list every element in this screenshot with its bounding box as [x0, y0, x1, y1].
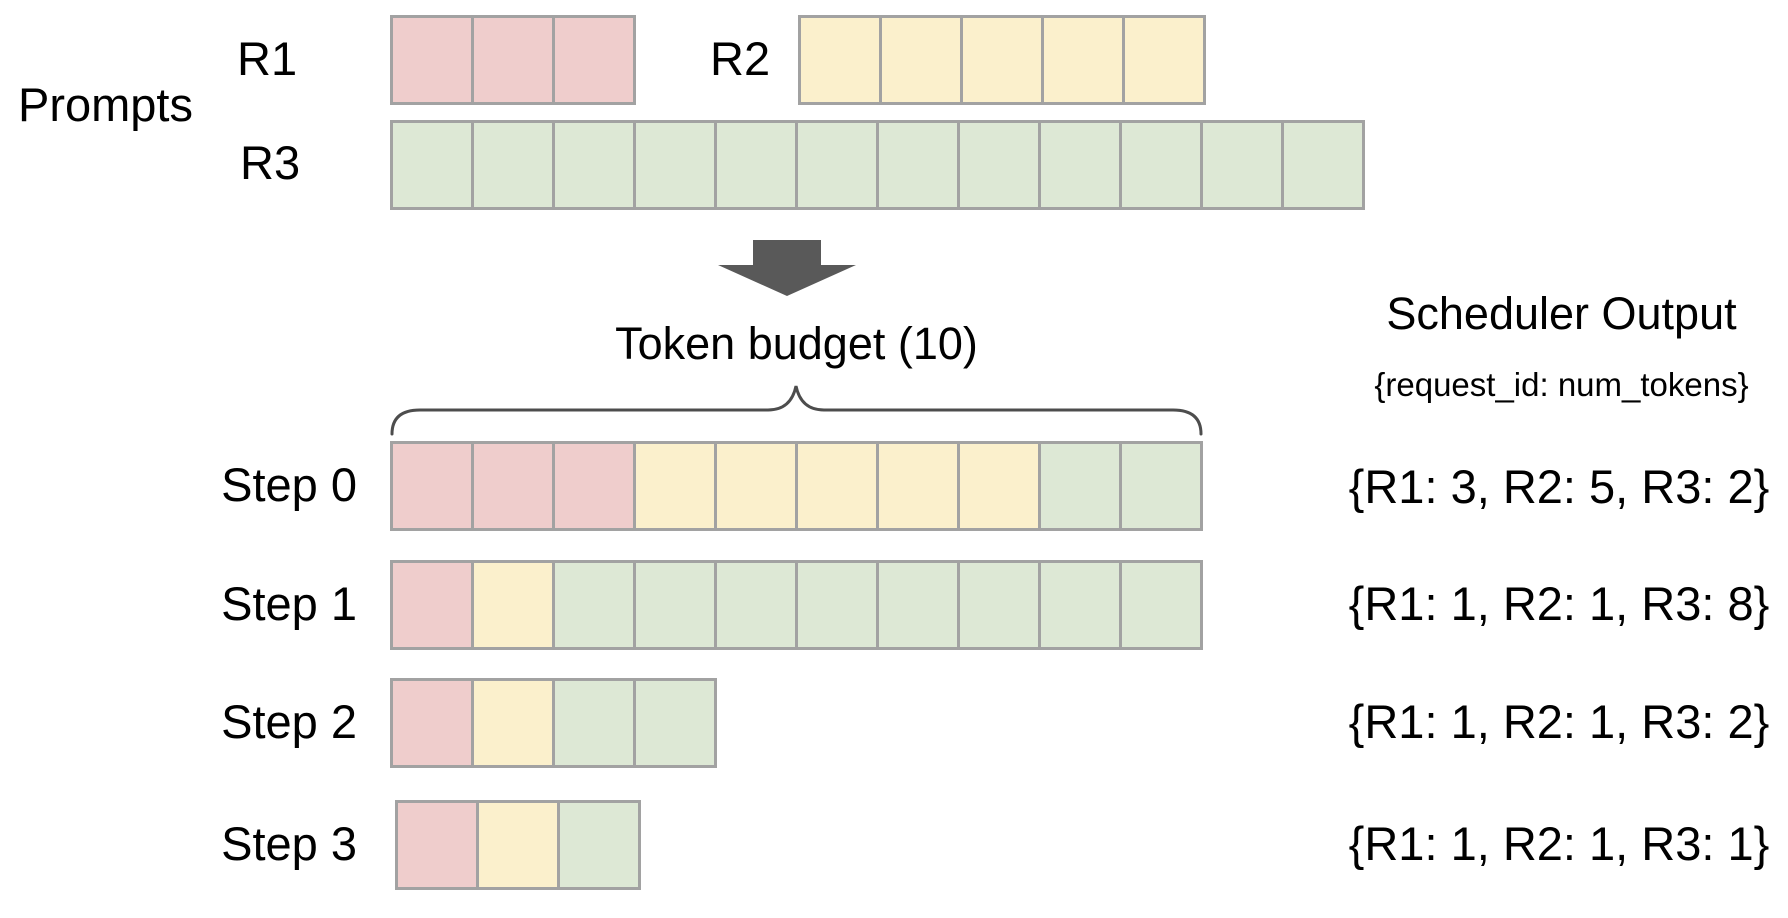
- token-cell-r3: [633, 120, 717, 210]
- token-cell-r3: [633, 560, 717, 650]
- token-budget-label: Token budget (10): [615, 318, 978, 369]
- token-cell-r2: [798, 15, 882, 105]
- token-cell-r3: [1038, 560, 1122, 650]
- token-cell-r1: [390, 441, 474, 531]
- step-2-output: {R1: 1, R2: 1, R3: 2}: [1348, 695, 1770, 748]
- token-cell-r2: [476, 800, 560, 890]
- step-1-output: {R1: 1, R2: 1, R3: 8}: [1348, 577, 1770, 630]
- request-r2-label: R2: [710, 32, 771, 85]
- down-arrow-icon: [718, 240, 856, 296]
- token-cell-r3: [795, 560, 879, 650]
- token-cell-r1: [395, 800, 479, 890]
- step-2-row: [390, 678, 717, 768]
- token-cell-r1: [390, 560, 474, 650]
- token-cell-r1: [552, 15, 636, 105]
- token-cell-r2: [960, 15, 1044, 105]
- prompt-row-r3: [390, 120, 1365, 210]
- token-cell-r3: [1038, 441, 1122, 531]
- token-cell-r3: [552, 678, 636, 768]
- step-3-row: [395, 800, 641, 890]
- token-cell-r3: [795, 120, 879, 210]
- token-cell-r3: [957, 560, 1041, 650]
- token-cell-r3: [1119, 120, 1203, 210]
- curly-brace: [390, 385, 1203, 436]
- token-cell-r3: [557, 800, 641, 890]
- token-cell-r3: [714, 560, 798, 650]
- token-cell-r2: [1041, 15, 1125, 105]
- prompt-row-r1: [390, 15, 636, 105]
- scheduler-output-subtitle: {request_id: num_tokens}: [1374, 366, 1749, 403]
- step-1-row: [390, 560, 1203, 650]
- token-cell-r2: [633, 441, 717, 531]
- prompt-row-r2: [798, 15, 1206, 105]
- token-cell-r2: [471, 560, 555, 650]
- token-cell-r3: [1119, 560, 1203, 650]
- token-cell-r3: [876, 120, 960, 210]
- token-cell-r1: [471, 15, 555, 105]
- token-cell-r3: [471, 120, 555, 210]
- token-cell-r3: [876, 560, 960, 650]
- token-cell-r3: [1200, 120, 1284, 210]
- token-cell-r1: [390, 15, 474, 105]
- token-cell-r3: [714, 120, 798, 210]
- step-0-label: Step 0: [221, 458, 357, 511]
- token-cell-r1: [471, 441, 555, 531]
- token-cell-r2: [714, 441, 798, 531]
- token-cell-r3: [957, 120, 1041, 210]
- step-2-label: Step 2: [221, 695, 357, 748]
- token-cell-r1: [390, 678, 474, 768]
- request-r3-label: R3: [240, 136, 301, 189]
- token-cell-r2: [876, 441, 960, 531]
- token-cell-r3: [1281, 120, 1365, 210]
- step-0-output: {R1: 3, R2: 5, R3: 2}: [1348, 460, 1770, 513]
- prompts-label: Prompts: [18, 78, 193, 131]
- step-1-label: Step 1: [221, 577, 357, 630]
- token-cell-r3: [552, 120, 636, 210]
- step-3-label: Step 3: [221, 817, 357, 870]
- token-cell-r3: [1038, 120, 1122, 210]
- step-0-row: [390, 441, 1203, 531]
- token-cell-r3: [1119, 441, 1203, 531]
- token-cell-r3: [390, 120, 474, 210]
- scheduler-output-title: Scheduler Output: [1386, 288, 1737, 339]
- step-3-output: {R1: 1, R2: 1, R3: 1}: [1348, 817, 1770, 870]
- token-cell-r2: [879, 15, 963, 105]
- token-cell-r1: [552, 441, 636, 531]
- token-cell-r2: [471, 678, 555, 768]
- token-cell-r2: [795, 441, 879, 531]
- token-cell-r3: [633, 678, 717, 768]
- token-cell-r3: [552, 560, 636, 650]
- token-cell-r2: [1122, 15, 1206, 105]
- token-cell-r2: [957, 441, 1041, 531]
- request-r1-label: R1: [237, 32, 298, 85]
